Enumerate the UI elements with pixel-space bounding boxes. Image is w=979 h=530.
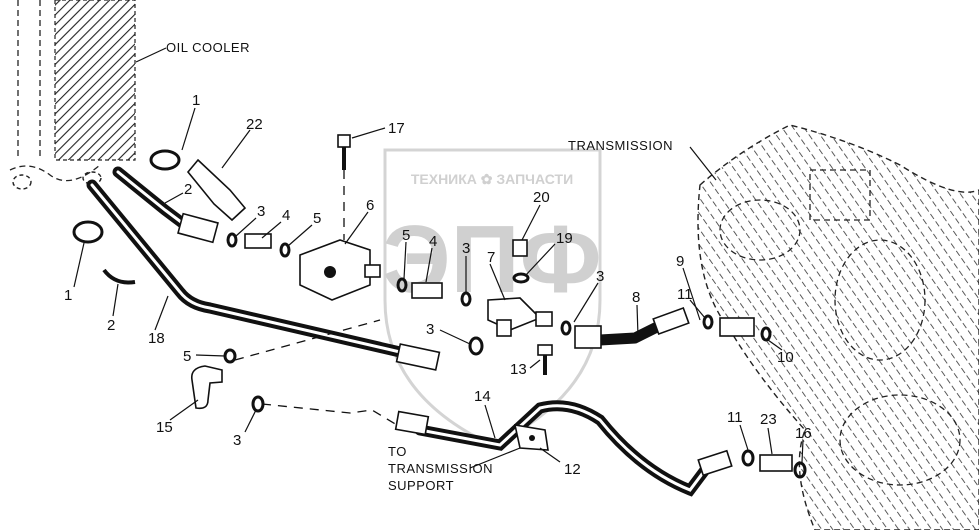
washer-3-top: [226, 232, 238, 248]
washer-5-mid: [396, 277, 408, 293]
transmission-caption: TRANSMISSION: [568, 138, 673, 153]
washer-10: [760, 326, 772, 342]
hose-14-fitting-left: [394, 410, 430, 436]
callout-4-b: 4: [429, 233, 437, 250]
washer-3-right: [560, 320, 572, 336]
callout-1-upper: 1: [192, 92, 200, 109]
oil-cooler-port-right: [82, 171, 102, 185]
callout-20: 20: [533, 189, 550, 206]
callout-22: 22: [246, 116, 263, 133]
callout-17: 17: [388, 120, 405, 137]
callout-3-a: 3: [257, 203, 265, 220]
adapter-4-top: [244, 233, 272, 249]
components: [72, 134, 807, 479]
adapter-9: [719, 317, 755, 337]
clip-2: [102, 268, 136, 285]
hose-14-fitting-right: [697, 449, 733, 477]
oil-cooler-leader: [135, 47, 167, 63]
callout-23: 23: [760, 411, 777, 428]
oil-cooler-port-left: [12, 174, 32, 190]
adapter-4-mid: [411, 282, 443, 299]
hose-clamp-lower: [72, 220, 104, 244]
callout-5-c: 5: [183, 348, 191, 365]
transmission-leader: [689, 146, 717, 181]
callout-14: 14: [474, 388, 491, 405]
callout-5-b: 5: [402, 227, 410, 244]
callout-11-bottom: 11: [727, 409, 743, 426]
support-caption-line-2: TRANSMISSION: [388, 461, 493, 476]
valve-outlet: [364, 264, 381, 278]
washer-5-lower: [223, 348, 237, 364]
callout-2-lower: 2: [107, 317, 115, 334]
callout-leaders: [73, 107, 804, 469]
callout-7: 7: [487, 249, 495, 266]
washer-11-top: [702, 314, 714, 330]
hose-22: [186, 158, 247, 222]
adapter-23: [759, 454, 793, 472]
callout-1-lower: 1: [64, 287, 72, 304]
watermark-top-text: ТЕХНИКА ✿ ЗАПЧАСТИ: [411, 171, 573, 187]
washer-11-bottom: [741, 449, 755, 467]
callout-numbers: 1 22 2 3 4 5 17 6 5 4 3 7 20 19 3 8 9 11…: [64, 92, 812, 478]
route-line-15: [261, 403, 398, 426]
callout-15: 15: [156, 419, 173, 436]
bracket-hole: [529, 435, 535, 441]
oil-cooler-core: [54, 0, 136, 161]
callout-13: 13: [510, 361, 527, 378]
transmission-bore-upper: [834, 239, 926, 361]
transmission-flange: [809, 169, 871, 221]
callout-18: 18: [148, 330, 165, 347]
callout-2-upper: 2: [184, 181, 192, 198]
hose-clamp-upper: [149, 149, 181, 171]
o-ring-19: [512, 272, 530, 284]
callout-5-a: 5: [313, 210, 321, 227]
callout-3-d: 3: [426, 321, 434, 338]
bolt-17-head: [337, 134, 351, 148]
plug-20: [512, 239, 528, 257]
callout-19: 19: [556, 230, 573, 247]
callout-6: 6: [366, 197, 374, 214]
bolt-13-head: [537, 344, 553, 356]
hose-18-fitting: [395, 343, 441, 371]
washer-5-top: [279, 242, 291, 258]
washer-3-mid: [460, 291, 472, 307]
callout-3-c: 3: [596, 268, 604, 285]
callout-8: 8: [632, 289, 640, 306]
hose-2-fitting: [177, 212, 219, 244]
hoses: [86, 166, 711, 497]
support-caption-line-1: TO: [388, 444, 407, 459]
callout-11-top: 11: [677, 286, 693, 303]
oil-cooler-caption: OIL COOLER: [166, 40, 250, 55]
tee-outlet-bottom: [496, 319, 512, 337]
support-caption-line-3: SUPPORT: [388, 478, 454, 493]
washer-3-bottom: [251, 395, 265, 413]
hose-8-fitting-right: [652, 306, 690, 336]
callout-4-a: 4: [282, 207, 290, 224]
transmission-bore-lower: [839, 394, 961, 486]
elbow-15: [190, 365, 223, 410]
hose-8: [594, 322, 661, 346]
valve-port: [324, 266, 336, 278]
callout-3-e: 3: [233, 432, 241, 449]
callout-12: 12: [564, 461, 581, 478]
hose-8-fitting-left: [574, 325, 602, 349]
washer-3-lower: [468, 336, 484, 356]
washer-16: [793, 461, 807, 479]
transmission-boss: [719, 199, 801, 261]
callout-16: 16: [795, 425, 812, 442]
callout-10: 10: [777, 349, 794, 366]
to-transmission-support: TO TRANSMISSION SUPPORT: [388, 444, 493, 493]
callout-9: 9: [676, 253, 684, 270]
callout-3-b: 3: [462, 240, 470, 257]
oil-cooler: [9, 0, 136, 190]
oil-cooler-tank: [9, 164, 101, 182]
tee-outlet-right: [535, 311, 553, 327]
